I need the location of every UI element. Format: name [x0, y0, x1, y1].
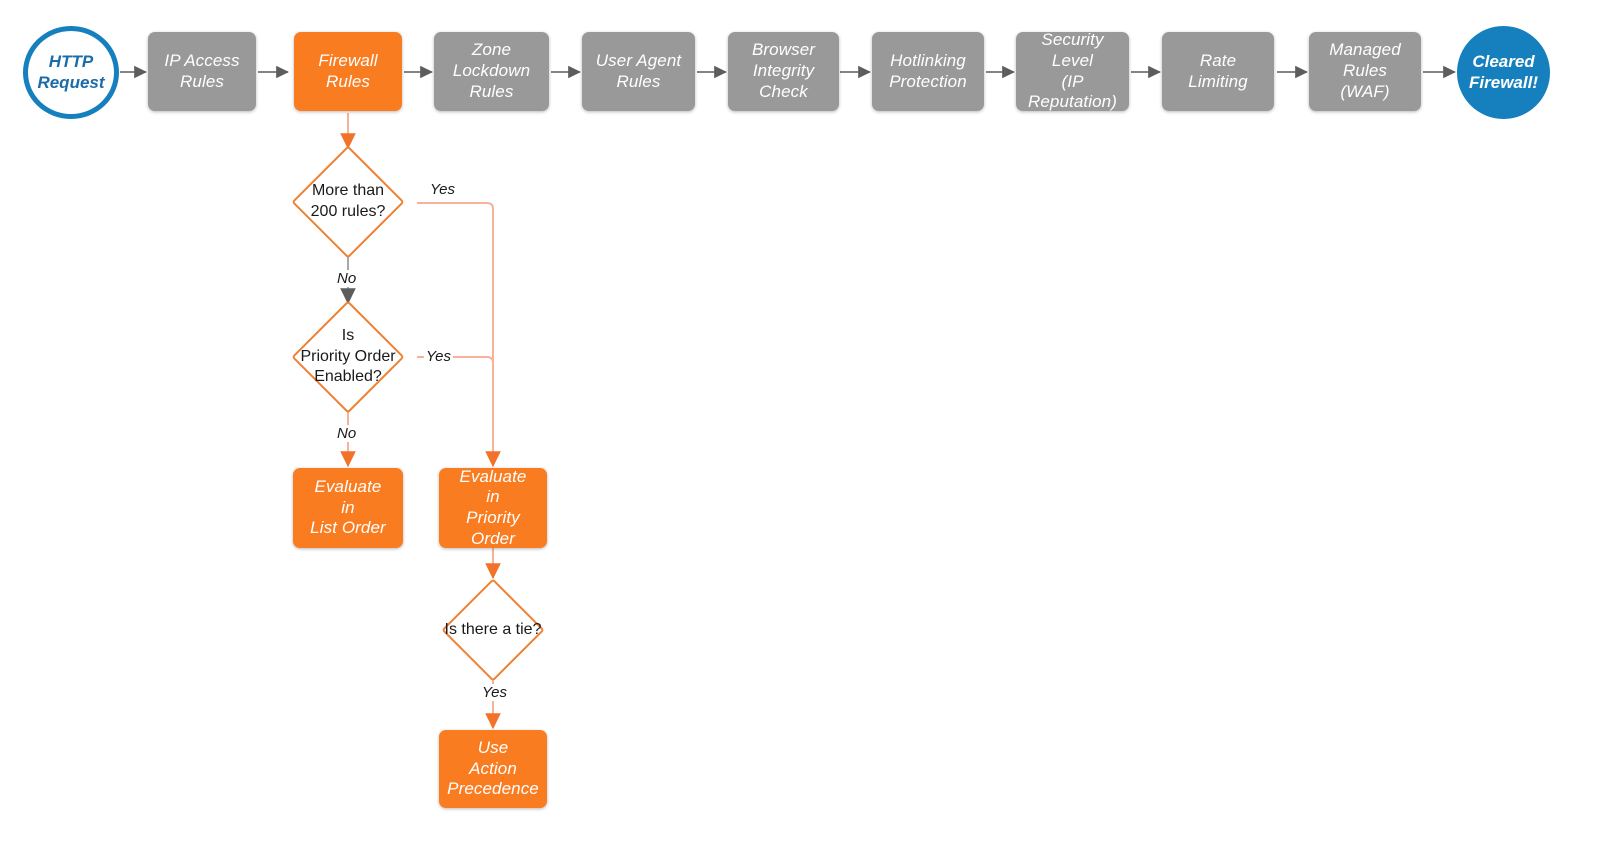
pipeline-node-label: Managed Rules (WAF): [1323, 38, 1407, 104]
label-line: Priority Order: [300, 347, 396, 365]
label-line: Rules: [616, 71, 661, 91]
decision-more-than-200-rules[interactable]: More than 200 rules?: [275, 145, 421, 259]
pipeline-node-ip-access-rules[interactable]: IP Access Rules: [148, 32, 256, 111]
pipeline-node-label: Browser Integrity Check: [746, 38, 821, 104]
end-label-line-1: Cleared: [1472, 52, 1535, 72]
outcome-label: Evaluate in List Order: [304, 475, 392, 541]
end-node-label: Cleared Firewall!: [1469, 52, 1538, 93]
label-line: User Agent: [595, 50, 682, 70]
pipeline-node-label: Firewall Rules: [312, 49, 383, 94]
label-line: Use: [477, 737, 509, 757]
pipeline-node-label: Hotlinking Protection: [883, 49, 973, 94]
outcome-evaluate-in-priority-order[interactable]: Evaluate in Priority Order: [439, 467, 547, 548]
label-line: IP Access: [164, 50, 240, 70]
decision-label: Is there a tie?: [445, 620, 542, 641]
label-line: Integrity: [752, 61, 815, 81]
label-line: Is there a tie?: [444, 620, 542, 638]
decision-label: More than 200 rules?: [311, 181, 386, 223]
pipeline-node-security-level[interactable]: Security Level (IP Reputation): [1016, 30, 1129, 111]
pipeline-node-rate-limiting[interactable]: Rate Limiting: [1162, 32, 1274, 111]
pipeline-node-label: Rate Limiting: [1182, 49, 1253, 94]
edge-label-d1-no: No: [335, 270, 359, 287]
label-line: Action: [469, 758, 517, 778]
end-node-cleared-firewall[interactable]: Cleared Firewall!: [1457, 26, 1550, 119]
label-line: (WAF): [1340, 81, 1390, 101]
start-label-line-1: HTTP: [48, 52, 94, 72]
label-line: Managed: [1329, 40, 1401, 60]
pipeline-node-user-agent-rules[interactable]: User Agent Rules: [582, 32, 695, 111]
label-line: Protection: [889, 71, 967, 91]
label-line: Evaluate: [459, 466, 527, 486]
pipeline-node-zone-lockdown-rules[interactable]: Zone Lockdown Rules: [434, 32, 549, 111]
outcome-evaluate-in-list-order[interactable]: Evaluate in List Order: [293, 468, 403, 548]
outcome-label: Evaluate in Priority Order: [439, 465, 547, 552]
decision-label: Is Priority Order Enabled?: [300, 326, 395, 388]
pipeline-node-managed-rules-waf[interactable]: Managed Rules (WAF): [1309, 32, 1421, 111]
edge-label-d3-yes: Yes: [480, 684, 510, 701]
start-node-label: HTTP Request: [37, 52, 104, 93]
edge-label-d1-yes: Yes: [428, 181, 458, 198]
label-line: List Order: [310, 518, 386, 538]
decision-is-priority-order-enabled[interactable]: Is Priority Order Enabled?: [275, 300, 421, 414]
label-line: Precedence: [447, 779, 539, 799]
end-label-line-2: Firewall!: [1469, 72, 1538, 92]
start-node-http-request[interactable]: HTTP Request: [23, 26, 119, 119]
label-line: Rate: [1199, 50, 1237, 70]
pipeline-node-label: Zone Lockdown Rules: [447, 38, 536, 104]
label-line: Check: [759, 81, 808, 101]
outcome-use-action-precedence[interactable]: Use Action Precedence: [439, 730, 547, 808]
label-line: Rules: [180, 71, 224, 91]
label-line: Priority Order: [466, 508, 520, 548]
label-line: Zone: [471, 40, 512, 60]
decision-is-there-a-tie[interactable]: Is there a tie?: [423, 578, 563, 682]
label-line: Hotlinking: [890, 50, 966, 70]
pipeline-node-label: User Agent Rules: [590, 49, 687, 94]
label-line: Rules: [326, 71, 370, 91]
label-line: Browser: [751, 40, 816, 60]
start-label-line-2: Request: [37, 72, 105, 92]
pipeline-node-firewall-rules[interactable]: Firewall Rules: [294, 32, 402, 111]
outcome-label: Use Action Precedence: [441, 736, 545, 802]
pipeline-node-hotlinking-protection[interactable]: Hotlinking Protection: [872, 32, 984, 111]
label-line: in: [486, 487, 500, 507]
pipeline-node-browser-integrity-check[interactable]: Browser Integrity Check: [728, 32, 839, 111]
label-line: Firewall: [318, 50, 378, 70]
pipeline-node-label: Security Level (IP Reputation): [1016, 28, 1129, 115]
edge-label-d2-yes: Yes: [424, 348, 454, 365]
label-line: Rules: [469, 81, 514, 101]
label-line: Rules: [1343, 61, 1387, 81]
edge-d2-yes-to-priority-order: [417, 356, 494, 430]
label-line: 200 rules?: [310, 203, 386, 220]
label-line: Is: [341, 326, 355, 344]
label-line: in: [341, 497, 355, 517]
label-line: (IP Reputation): [1028, 71, 1117, 112]
label-line: More than: [311, 182, 385, 200]
label-line: Security: [1041, 30, 1104, 50]
label-line: Lockdown: [452, 61, 531, 81]
label-line: Evaluate: [314, 476, 382, 496]
edge-label-d2-no: No: [335, 425, 359, 442]
pipeline-node-label: IP Access Rules: [158, 49, 245, 94]
edge-d1-yes-to-priority-order: [417, 202, 501, 468]
label-line: Limiting: [1188, 71, 1248, 91]
label-line: Level: [1051, 50, 1094, 70]
label-line: Enabled?: [314, 368, 382, 386]
